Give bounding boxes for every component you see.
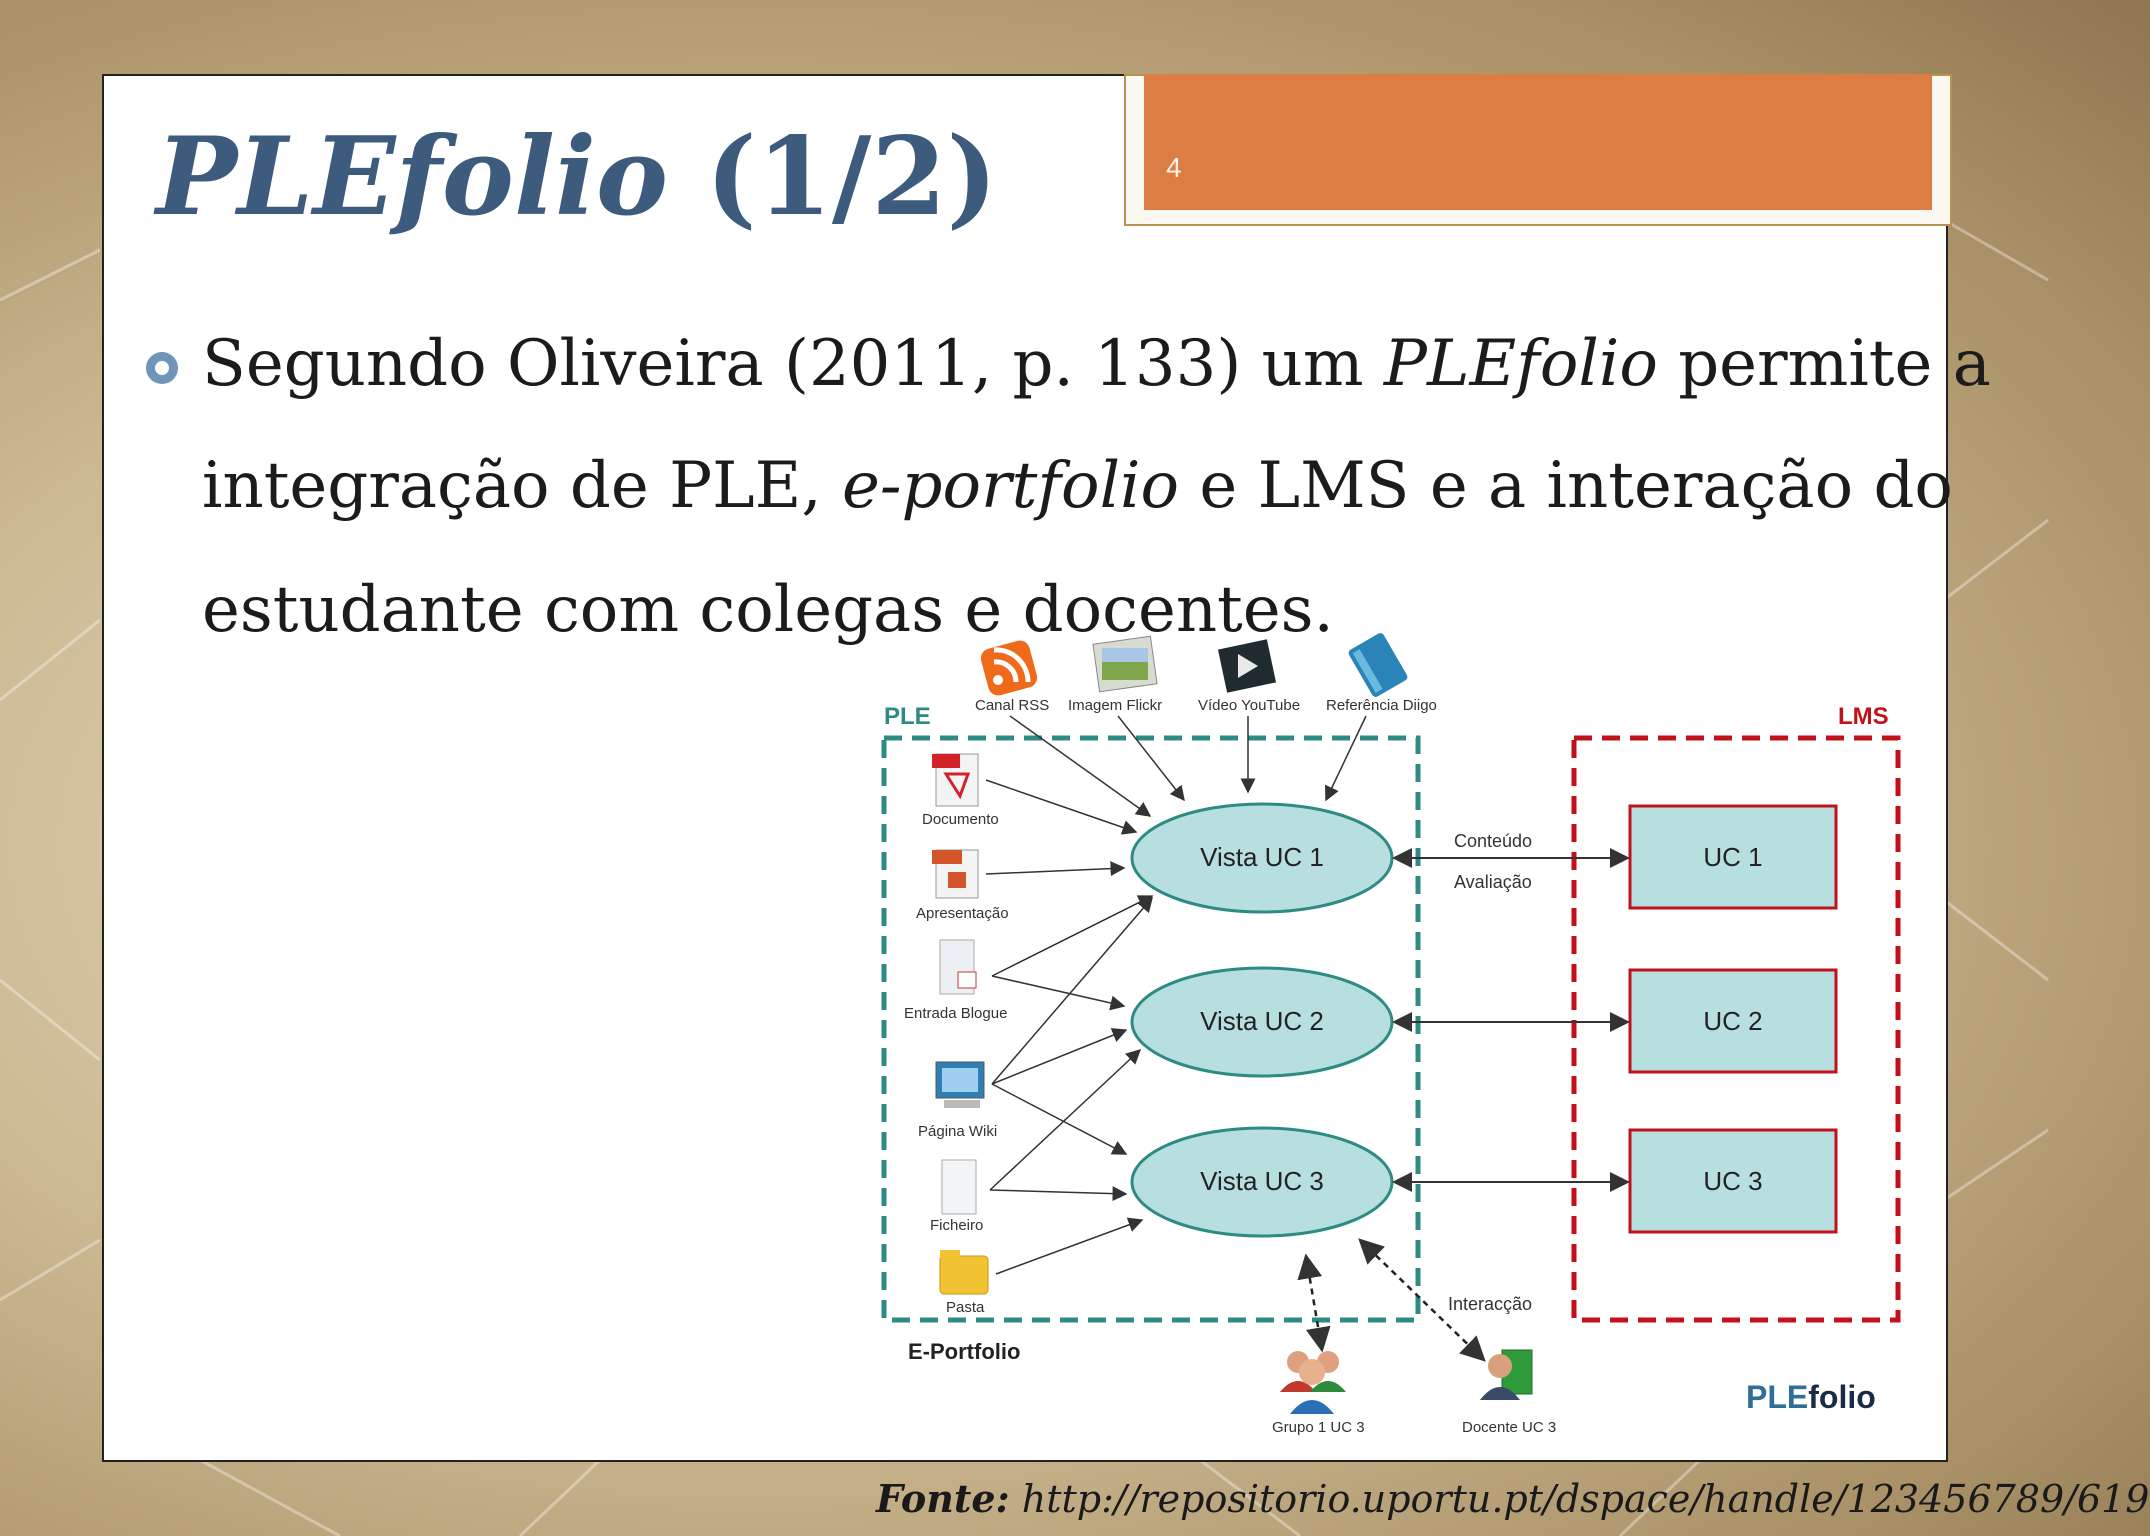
plefolio-diagram: PLE LMS E-Portfolio Canal RSS Imagem Fli… [881, 633, 1901, 1436]
source-label: Canal RSS [975, 697, 1049, 714]
source-label: Vídeo YouTube [1198, 697, 1300, 714]
source-label: Imagem Flickr [1068, 697, 1162, 714]
view-label: Vista UC 2 [1200, 1006, 1324, 1036]
source-footer: Fonte: http://repositorio.uportu.pt/dspa… [876, 1476, 2150, 1521]
person-label: Grupo 1 UC 3 [1272, 1419, 1365, 1436]
person-label: Docente UC 3 [1462, 1419, 1556, 1436]
item-label: Ficheiro [930, 1217, 983, 1234]
text-span: e LMS e a interação do [1199, 449, 1953, 523]
paragraph-line-2: integração de PLE, e-portfolio e LMS e a… [202, 446, 1953, 526]
interaction-label: Interacção [1448, 1294, 1532, 1314]
diigo-book-icon [1348, 633, 1408, 697]
link-label-evaluation: Avaliação [1454, 872, 1532, 892]
bullet-icon [146, 352, 178, 384]
source-label: Referência Diigo [1326, 697, 1437, 714]
slide: 4 [102, 74, 1952, 1462]
text-span: Segundo Oliveira (2011, p. 133) um [202, 327, 1364, 401]
wiki-page-icon [935, 1061, 985, 1108]
eportfolio-label: E-Portfolio [908, 1339, 1020, 1364]
text-emphasis: PLEfolio [1383, 327, 1658, 401]
item-label: Página Wiki [918, 1123, 997, 1140]
view-label: Vista UC 3 [1200, 1166, 1324, 1196]
pdf-document-icon [932, 753, 979, 807]
text-emphasis: e-portfolio [842, 449, 1180, 523]
blog-entry-icon [939, 939, 977, 995]
paragraph-line-1: Segundo Oliveira (2011, p. 133) um PLEfo… [202, 324, 1991, 404]
teacher-icon [1480, 1349, 1533, 1400]
view-uc-links [1392, 848, 1630, 1192]
item-label: Entrada Blogue [904, 1005, 1007, 1022]
item-label: Documento [922, 811, 999, 828]
folder-icon [939, 1250, 989, 1295]
background-pattern [0, 0, 2048, 1536]
uc-1-box [1628, 804, 1838, 910]
presentation-icon [932, 849, 979, 899]
item-arrows [985, 779, 1154, 1275]
source-arrows [1009, 715, 1367, 817]
lms-label: LMS [1838, 703, 1889, 730]
title-italic: PLEfolio [156, 114, 669, 240]
item-label: Pasta [946, 1299, 985, 1316]
page-title: PLEfolio (1/2) [156, 112, 998, 242]
uc-label: UC 3 [1703, 1166, 1762, 1196]
item-label: Apresentação [916, 905, 1009, 922]
view-label: Vista UC 1 [1200, 842, 1324, 872]
ple-label: PLE [884, 703, 931, 730]
slide-number: 4 [1166, 152, 1182, 183]
uc-2-box [1628, 968, 1838, 1074]
uc-3-box [1628, 1128, 1838, 1234]
file-icon [941, 1159, 977, 1215]
link-label-content: Conteúdo [1454, 831, 1532, 851]
uc-label: UC 1 [1703, 842, 1762, 872]
text-span: permite a [1678, 327, 1991, 401]
footer-url: http://repositorio.uportu.pt/dspace/hand… [1021, 1477, 2150, 1521]
rss-icon [980, 640, 1038, 696]
plefolio-brand: PLEfolio [1746, 1379, 1876, 1415]
slide-number-banner [1144, 74, 1932, 210]
paragraph-line-3: estudante com colegas e docentes. [202, 573, 1334, 647]
uc-label: UC 2 [1703, 1006, 1762, 1036]
flickr-image-icon [1092, 635, 1158, 693]
text-span: integração de PLE, [202, 449, 822, 523]
title-suffix: (1/2) [705, 114, 998, 240]
student-group-icon [1280, 1351, 1346, 1414]
interaction-links [1297, 1238, 1486, 1362]
footer-label: Fonte: [876, 1476, 1010, 1521]
youtube-video-icon [1217, 639, 1277, 693]
